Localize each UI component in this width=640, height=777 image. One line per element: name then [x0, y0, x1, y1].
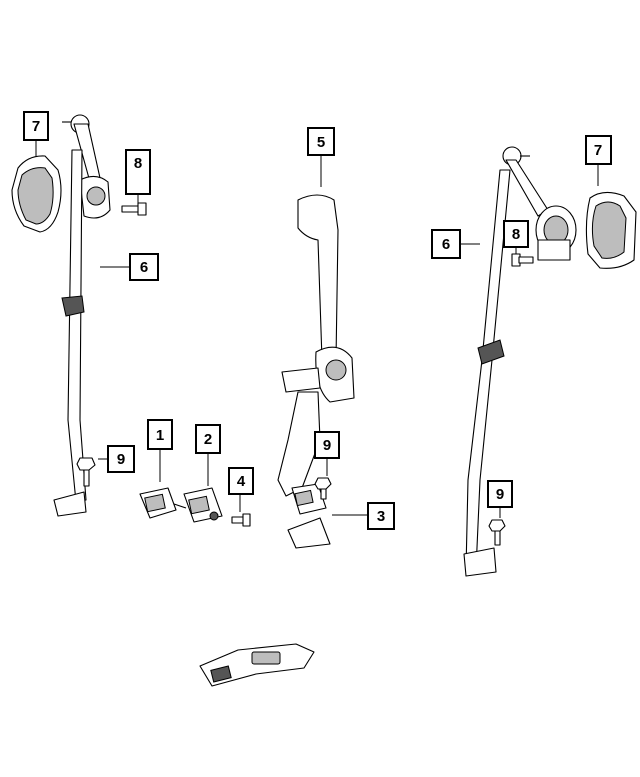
svg-text:6: 6 [140, 259, 148, 276]
svg-text:9: 9 [496, 486, 504, 503]
callout-7-left: 7 [23, 111, 49, 141]
loose-buckle-assembly [199, 643, 315, 687]
leader-lines [35, 140, 599, 518]
svg-text:7: 7 [32, 118, 40, 135]
svg-text:7: 7 [594, 142, 602, 159]
callout-6-right: 6 [431, 229, 461, 259]
callout-6-left: 6 [129, 253, 159, 281]
callout-2: 2 [195, 424, 221, 454]
left-lower-anchor [53, 491, 87, 517]
center-shoulder-webbing [297, 194, 339, 361]
center-bolt-9 [314, 477, 332, 500]
left-seat-belt-assembly [11, 114, 147, 517]
svg-text:4: 4 [237, 473, 246, 490]
callout-1: 1 [147, 419, 173, 450]
callout-8-left: 8 [125, 149, 151, 195]
callout-9-center: 9 [314, 431, 340, 459]
svg-text:3: 3 [377, 508, 385, 525]
callout-7-right: 7 [585, 135, 612, 165]
svg-text:1: 1 [156, 427, 164, 444]
center-lower-webbing [277, 391, 321, 497]
svg-text:8: 8 [134, 155, 142, 172]
right-bolt-8 [511, 253, 534, 267]
callout-9-left: 9 [107, 445, 135, 473]
right-seat-belt-assembly [463, 146, 637, 577]
svg-text:9: 9 [117, 451, 125, 468]
right-bolt-9 [488, 519, 506, 546]
svg-text:2: 2 [204, 431, 212, 448]
left-bolt-8 [121, 202, 147, 216]
left-bolt-9 [76, 457, 96, 487]
callout-9-right: 9 [487, 480, 513, 508]
callout-3: 3 [367, 502, 395, 530]
right-lower-anchor [463, 547, 497, 577]
right-retractor [535, 205, 577, 261]
svg-text:5: 5 [317, 134, 325, 151]
center-seat-belt-assembly [277, 194, 355, 549]
callout-5: 5 [307, 127, 335, 156]
callout-8-right: 8 [503, 220, 529, 248]
buckle-2 [183, 487, 223, 523]
callout-4: 4 [228, 467, 254, 495]
left-belt-webbing [67, 149, 87, 503]
svg-text:6: 6 [442, 236, 450, 253]
svg-text:8: 8 [512, 226, 520, 243]
center-anchor-bracket [287, 517, 331, 549]
buckle-1 [139, 487, 187, 519]
bolt-4 [231, 513, 251, 527]
svg-text:9: 9 [323, 437, 331, 454]
